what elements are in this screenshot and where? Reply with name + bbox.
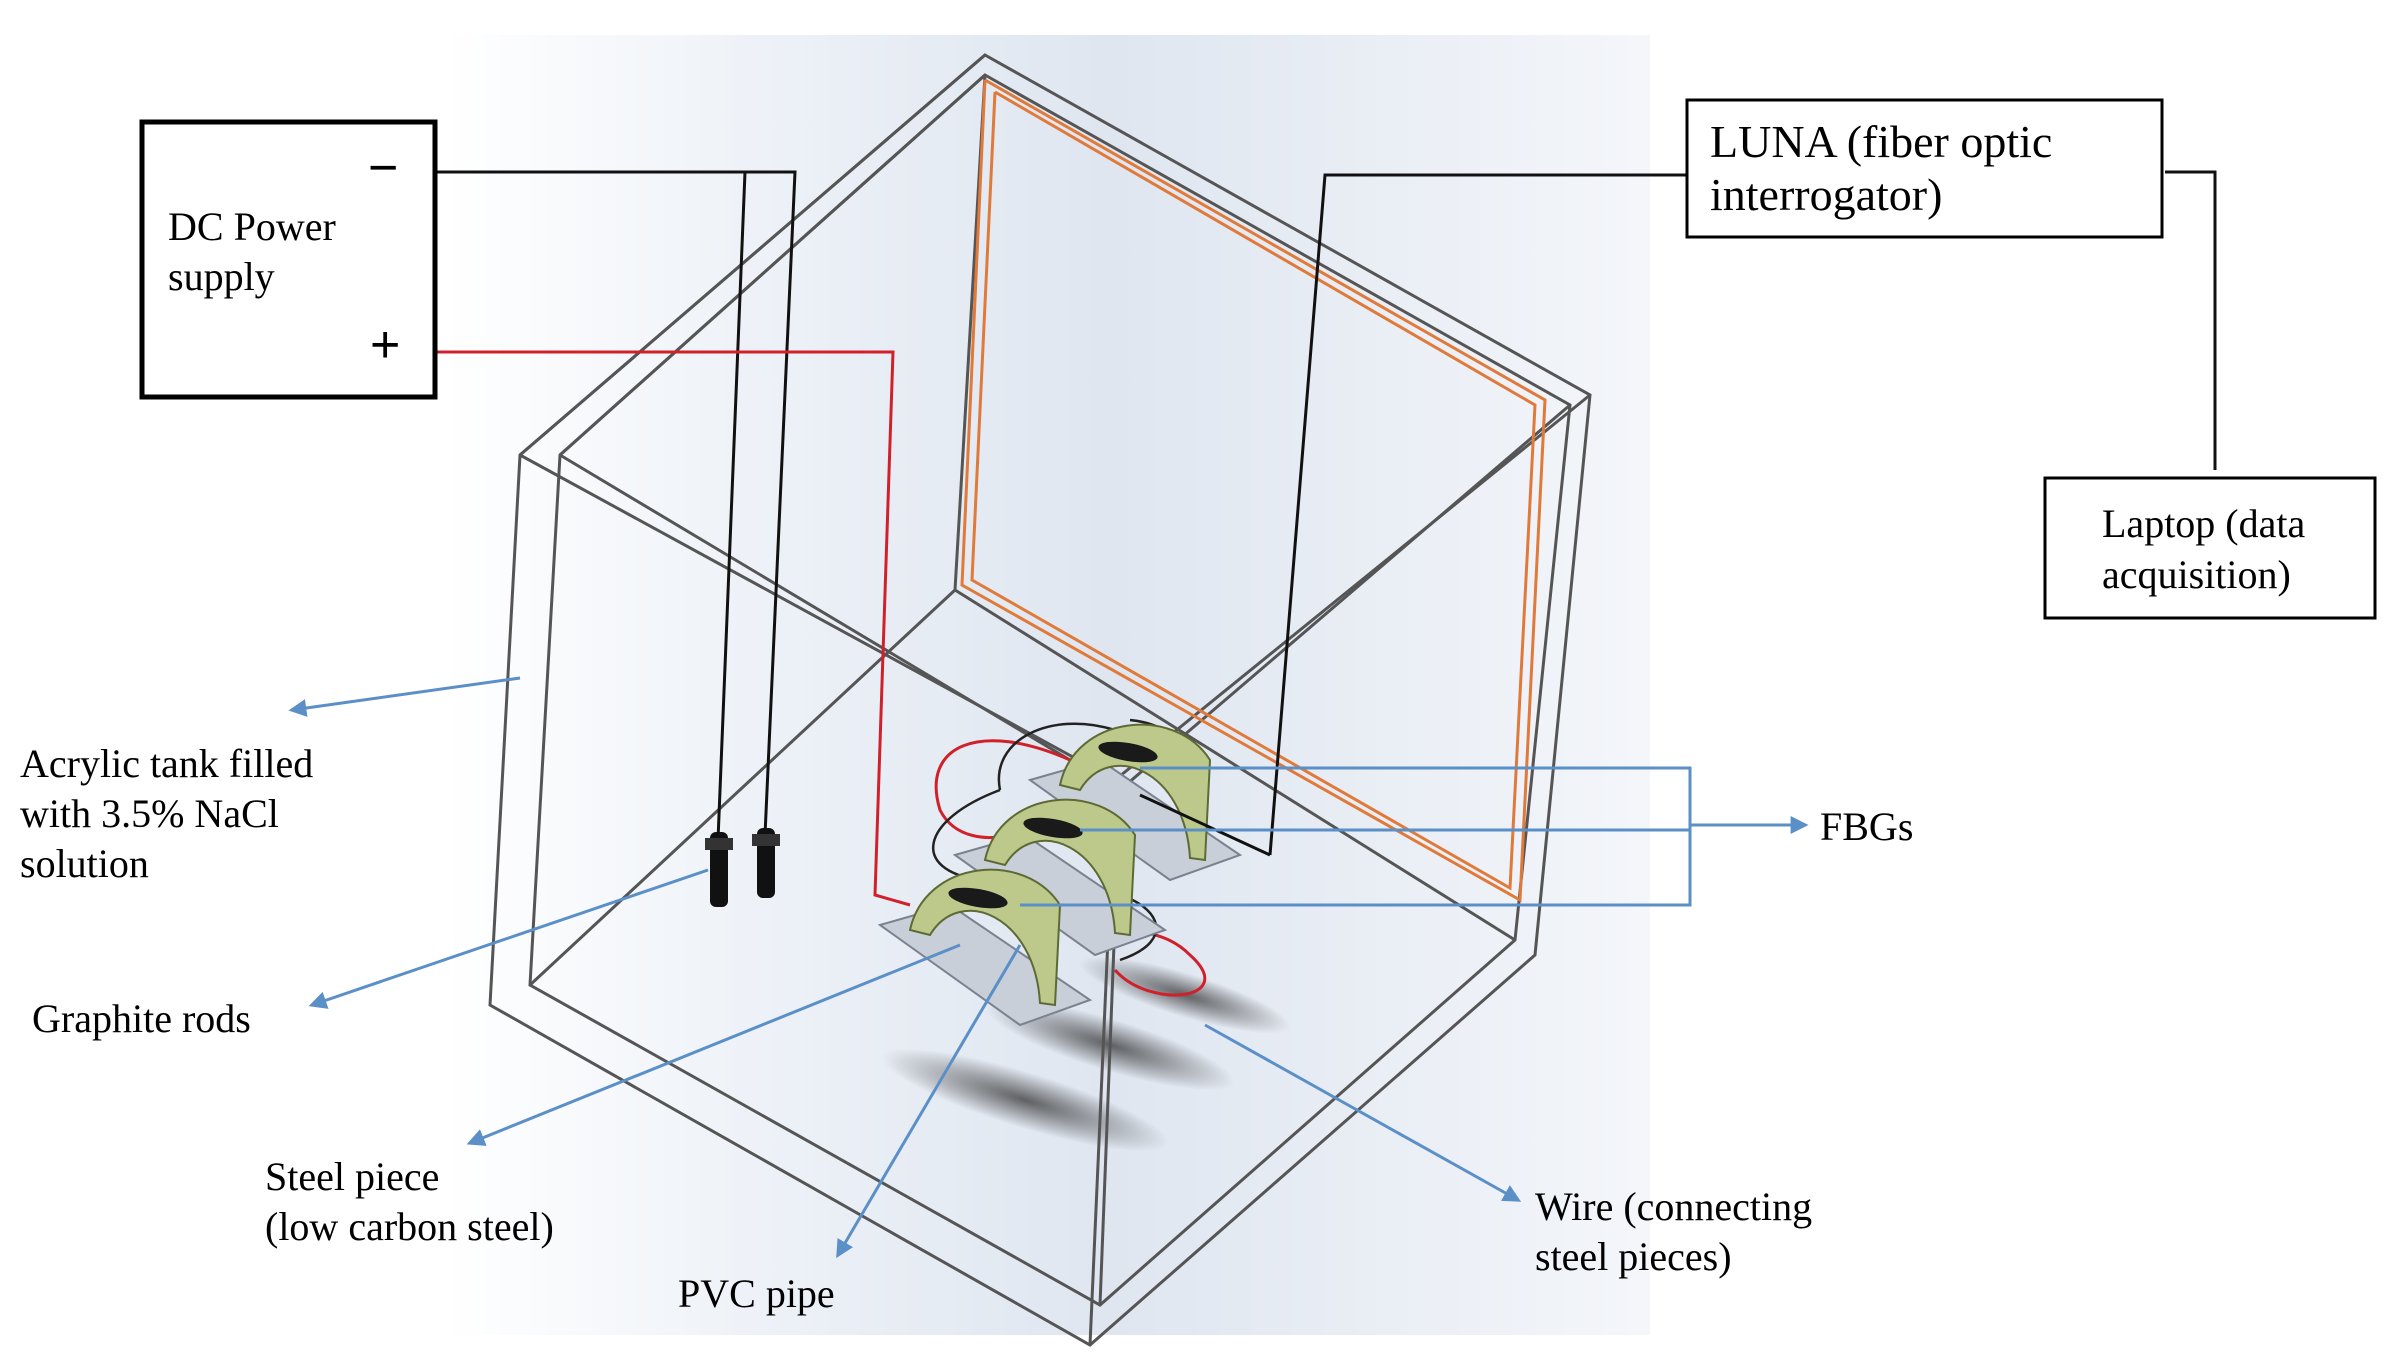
fbg-bracket bbox=[1020, 766, 1692, 907]
dc-power-supply: DC Power supply − + bbox=[139, 119, 438, 400]
pvc-pipe bbox=[1058, 723, 1212, 862]
graphite-arrow bbox=[308, 868, 709, 1009]
wire-arrow bbox=[1204, 1023, 1522, 1202]
power-supply-label-line1: DC Power bbox=[168, 204, 336, 249]
acrylic-tank bbox=[488, 53, 1592, 1347]
luna-interrogator: LUNA (fiber optic interrogator) bbox=[1685, 98, 2164, 239]
tank-label-line1: Acrylic tank filled bbox=[20, 741, 313, 786]
graphite-label: Graphite rods bbox=[32, 996, 251, 1041]
plus-terminal-label: + bbox=[370, 316, 400, 374]
graphite-rods bbox=[705, 828, 780, 907]
tank-label-line3: solution bbox=[20, 841, 149, 886]
graphite-rod bbox=[710, 832, 728, 907]
laptop-label-line2: acquisition) bbox=[2102, 552, 2291, 597]
pvc-pipe bbox=[983, 798, 1137, 937]
laptop-label-line1: Laptop (data bbox=[2102, 501, 2305, 546]
wire-label-line1: Wire (connecting bbox=[1535, 1184, 1812, 1229]
pvc-label: PVC pipe bbox=[678, 1271, 835, 1316]
fiber-frame bbox=[960, 78, 1547, 903]
positive-wire bbox=[433, 350, 1207, 997]
fbgs-label: FBGs bbox=[1820, 804, 1913, 849]
pvc-arrow bbox=[836, 944, 1022, 1259]
negative-wires bbox=[433, 170, 797, 841]
steel-arrow bbox=[466, 943, 961, 1146]
laptop: Laptop (data acquisition) bbox=[2043, 476, 2377, 620]
steel-label-line2: (low carbon steel) bbox=[265, 1204, 554, 1249]
luna-label-line2: interrogator) bbox=[1710, 169, 1942, 220]
tank-label-line2: with 3.5% NaCl bbox=[20, 791, 279, 836]
callout-arrows bbox=[288, 676, 1809, 1259]
minus-terminal-label: − bbox=[368, 139, 398, 197]
tank-arrow bbox=[288, 676, 521, 717]
fbg-sensors bbox=[948, 741, 1158, 909]
wire-label-line2: steel pieces) bbox=[1535, 1234, 1732, 1279]
render-background bbox=[445, 35, 1650, 1335]
luna-label-line1: LUNA (fiber optic bbox=[1710, 116, 2052, 167]
steel-label-line1: Steel piece bbox=[265, 1154, 439, 1199]
power-supply-label-line2: supply bbox=[168, 254, 275, 299]
fiber-optic-line bbox=[1139, 170, 2217, 857]
labels: Acrylic tank filled with 3.5% NaCl solut… bbox=[20, 741, 1913, 1316]
